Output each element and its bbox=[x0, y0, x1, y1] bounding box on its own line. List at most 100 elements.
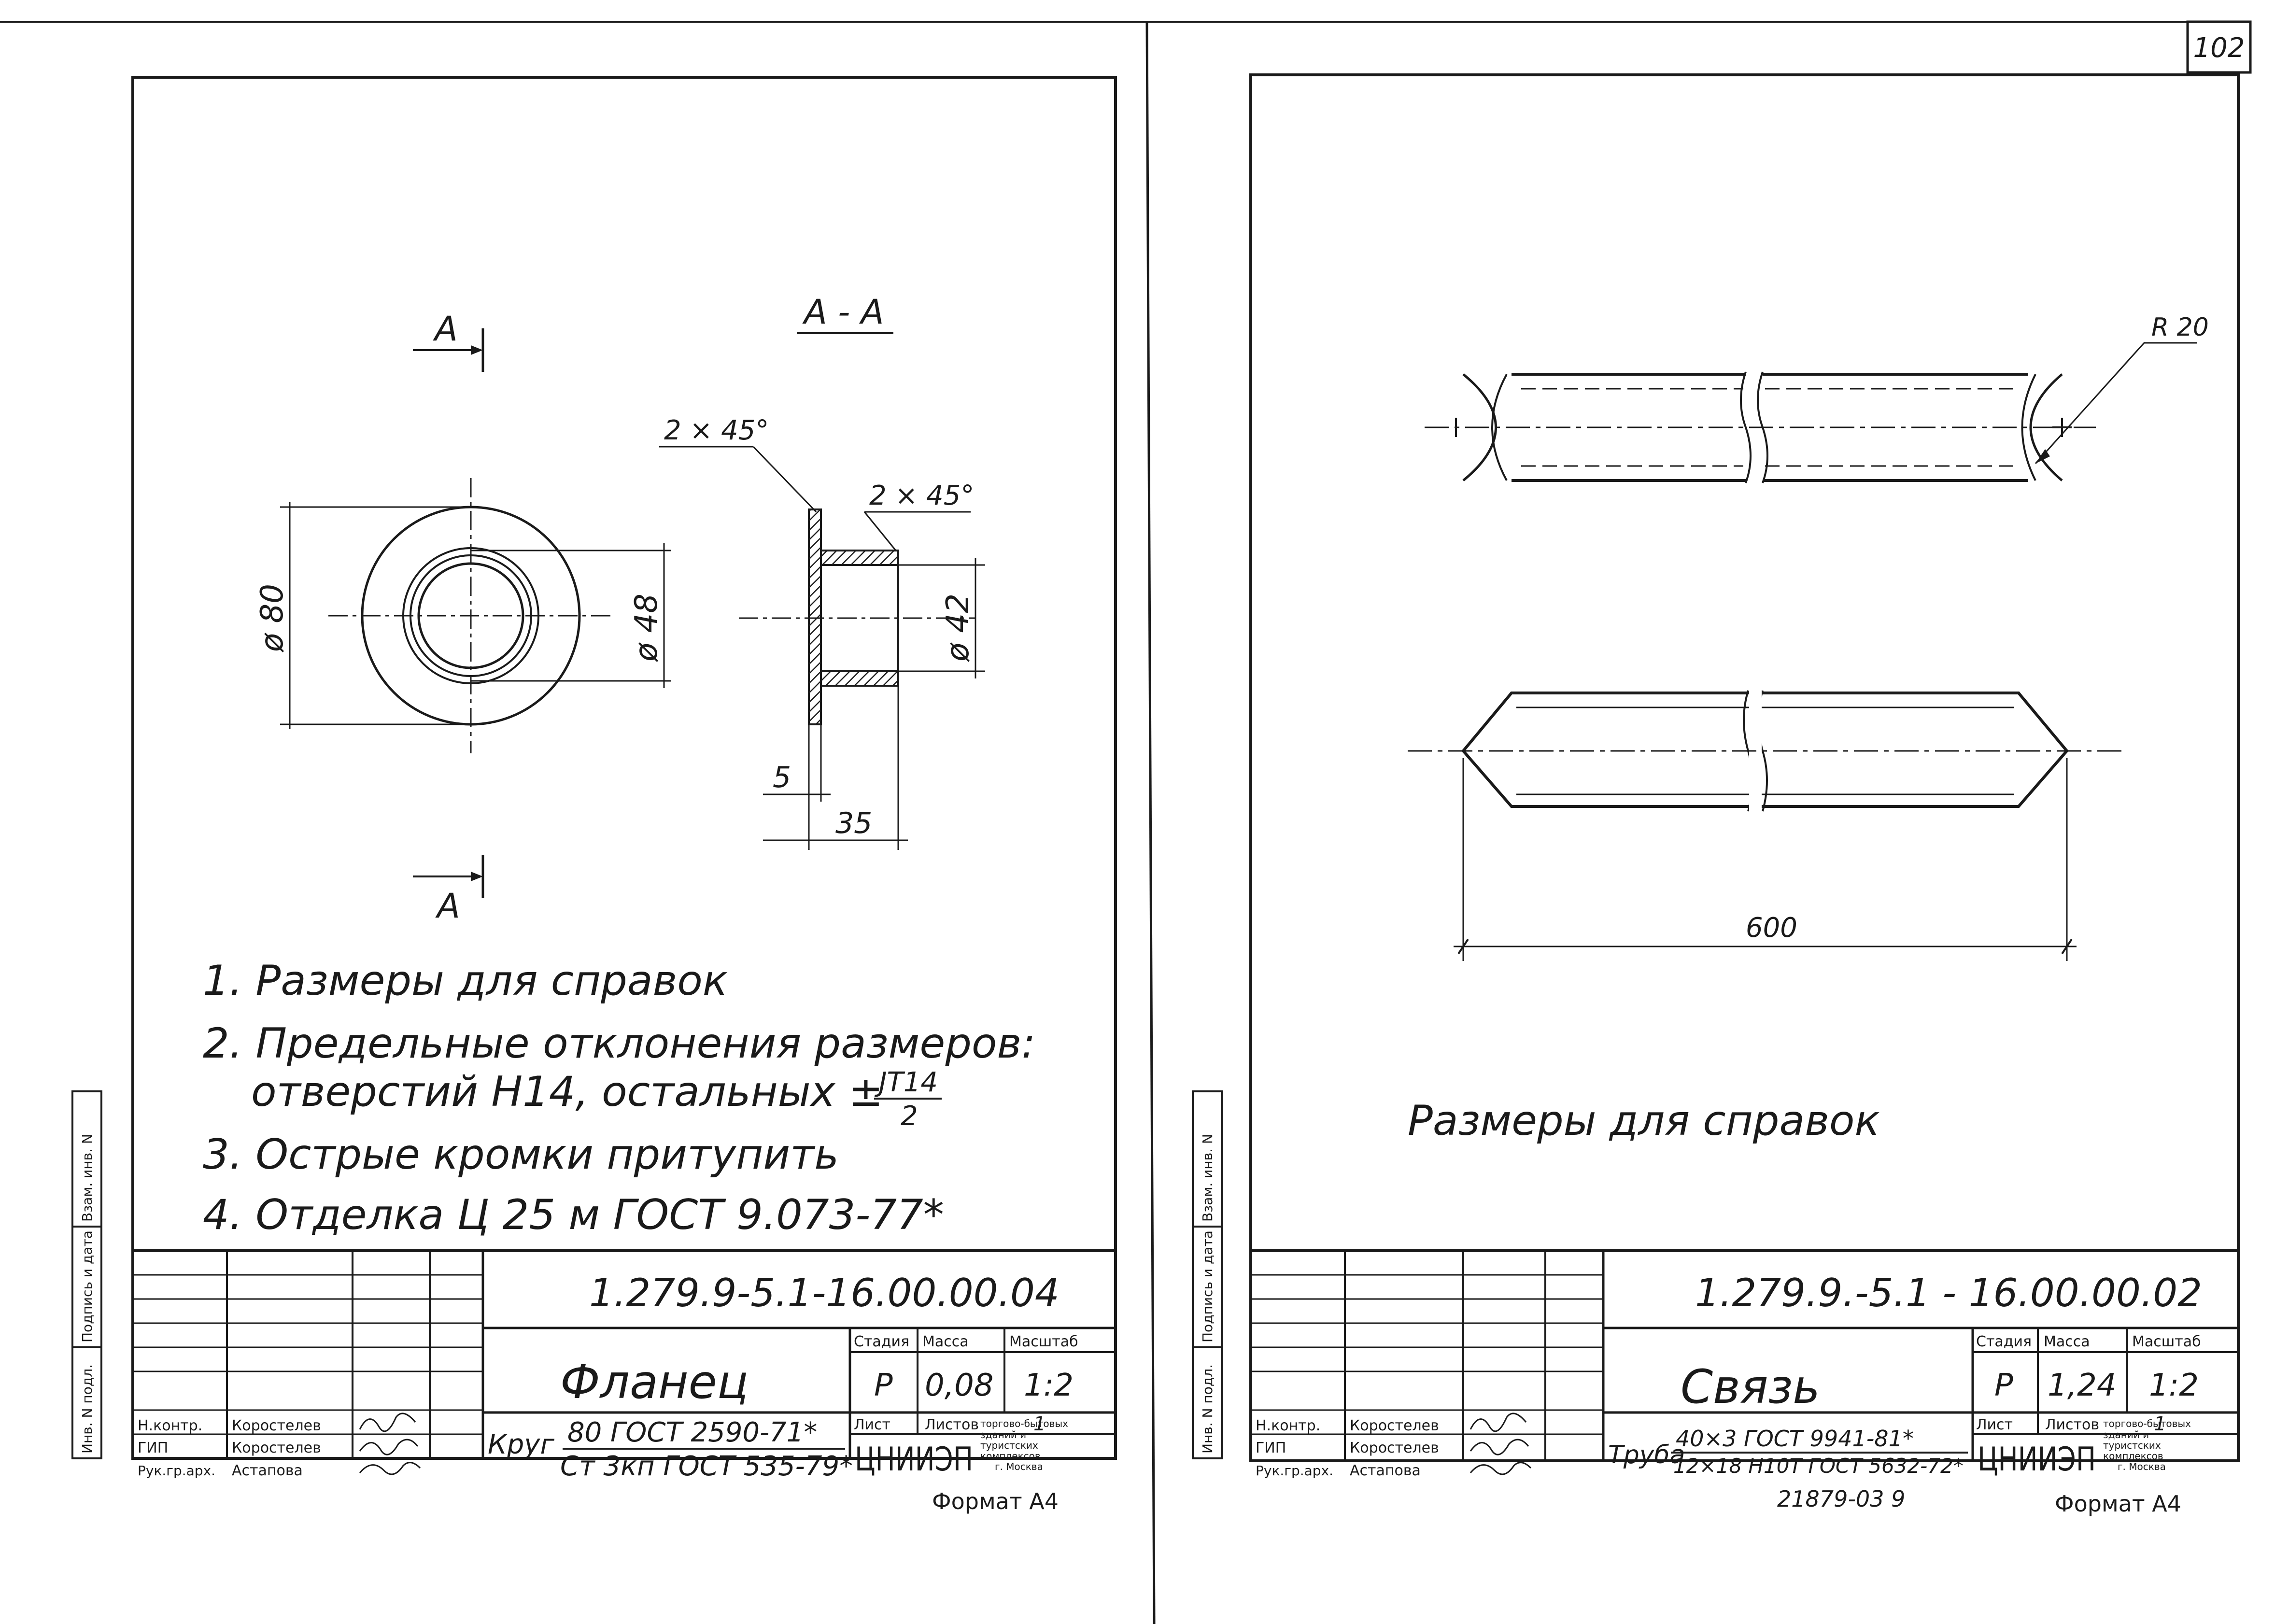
section-label: А - А bbox=[802, 292, 884, 332]
archive-number: 21879-03 9 bbox=[1777, 1486, 1905, 1512]
left-side-label-sign: Подпись и дата bbox=[79, 1230, 95, 1342]
left-mass-header: Масса bbox=[922, 1333, 969, 1350]
right-sheets-label: Листов bbox=[2045, 1416, 2099, 1433]
left-sig-role-3: Рук.гр.арх. bbox=[138, 1463, 215, 1479]
right-sig-name-3: Астапова bbox=[1350, 1462, 1421, 1479]
note-2: 2. Предельные отклонения размеров: bbox=[203, 1019, 1035, 1068]
right-scale-header: Масштаб bbox=[2132, 1333, 2201, 1350]
left-mass: 0,08 bbox=[925, 1368, 994, 1403]
dim-outer-diameter: ø 80 bbox=[254, 584, 290, 652]
dim-flange-thickness: 5 bbox=[773, 761, 791, 794]
section-mark-top: А bbox=[413, 309, 484, 372]
left-org-desc-2: зданий и bbox=[980, 1429, 1026, 1440]
sheet-divider bbox=[1145, 21, 1156, 1624]
left-sheet: Инв. N подл. Подпись и дата Взам. инв. N… bbox=[71, 76, 1117, 1514]
right-stage-header: Стадия bbox=[1976, 1333, 2032, 1350]
left-scale-header: Масштаб bbox=[1009, 1333, 1078, 1350]
flange-front-view: ø 80 ø 48 bbox=[254, 478, 671, 753]
note-1: 1. Размеры для справок bbox=[203, 957, 728, 1005]
right-org-desc-4: комплексов bbox=[2103, 1450, 2163, 1462]
right-doc-code: 1.279.9.-5.1 - 16.00.00.02 bbox=[1695, 1271, 2202, 1315]
note-4: 4. Отделка Ц 25 м ГОСТ 9.073-77* bbox=[203, 1191, 944, 1239]
right-part-name: Связь bbox=[1681, 1360, 1820, 1414]
left-signature-scribble-3 bbox=[359, 1462, 421, 1475]
section-mark-letter-bottom: А bbox=[435, 886, 460, 926]
left-stage: Р bbox=[874, 1368, 893, 1403]
right-material-line-1: 40×3 ГОСТ 9941-81* bbox=[1676, 1426, 1914, 1452]
right-sig-name-1: Коростелев bbox=[1350, 1417, 1439, 1434]
left-signature-scribble-1 bbox=[359, 1412, 416, 1432]
note-3: 3. Острые кромки притупить bbox=[203, 1130, 839, 1179]
right-sig-name-2: Коростелев bbox=[1350, 1440, 1439, 1456]
left-org-logo: ЦНИИЭП bbox=[855, 1440, 973, 1479]
right-org-desc-5: г. Москва bbox=[2118, 1461, 2166, 1472]
tie-rod-side-view: 600 bbox=[1408, 690, 2122, 961]
left-material-line-2: Ст 3кп ГОСТ 535-79* bbox=[560, 1451, 853, 1482]
right-title-block: Н.контр. Коростелев ГИП Коростелев Рук.г… bbox=[1249, 1249, 2240, 1479]
right-sig-role-3: Рук.гр.арх. bbox=[1256, 1463, 1333, 1479]
left-org-desc-3: туристских bbox=[980, 1440, 1038, 1451]
section-mark-letter-top: А bbox=[433, 309, 458, 349]
left-sig-role-1: Н.контр. bbox=[138, 1417, 202, 1434]
right-frame bbox=[1249, 73, 2240, 1462]
left-sheets-label: Листов bbox=[925, 1416, 979, 1433]
dim-chamfer-2: 2 × 45° bbox=[869, 480, 974, 511]
dim-inner-diameter: ø 48 bbox=[629, 593, 664, 662]
left-material-line-1: 80 ГОСТ 2590-71* bbox=[567, 1417, 817, 1448]
radius-label: R 20 bbox=[2151, 313, 2209, 342]
left-title-block: Н.контр. Коростелев ГИП Коростелев Рук.г… bbox=[131, 1249, 1117, 1482]
tolerance-numerator: JT14 bbox=[874, 1067, 938, 1098]
tolerance-denominator: 2 bbox=[901, 1101, 918, 1132]
right-sheets-value: 1 bbox=[2154, 1413, 2166, 1435]
right-mass-header: Масса bbox=[2044, 1333, 2090, 1350]
left-format-label: Формат А4 bbox=[932, 1488, 1059, 1514]
right-stage: Р bbox=[1994, 1368, 2013, 1403]
right-org-desc-3: туристских bbox=[2103, 1440, 2161, 1451]
left-doc-code: 1.279.9-5.1-16.00.00.04 bbox=[589, 1271, 1060, 1315]
dim-bore-diameter: ø 42 bbox=[940, 593, 976, 662]
right-sig-role-2: ГИП bbox=[1256, 1440, 1286, 1456]
right-signature-scribble-2 bbox=[1469, 1439, 1529, 1455]
left-sheets-value: 1 bbox=[1033, 1413, 1046, 1435]
right-note: Размеры для справок bbox=[1408, 1097, 1880, 1145]
left-side-strip: Инв. N подл. Подпись и дата Взам. инв. N bbox=[71, 1090, 102, 1459]
right-scale: 1:2 bbox=[2149, 1368, 2199, 1403]
left-org-desc-1: торгово-бытовых bbox=[980, 1418, 1068, 1429]
right-side-strip: Инв. N подл. Подпись и дата Взам. инв. N bbox=[1192, 1090, 1223, 1459]
right-org-logo: ЦНИИЭП bbox=[1978, 1440, 2096, 1479]
right-mass: 1,24 bbox=[2048, 1368, 2117, 1403]
right-side-label-replace: Взам. инв. N bbox=[1200, 1134, 1215, 1222]
right-sheet-label: Лист bbox=[1976, 1416, 2013, 1433]
right-signature-scribble-1 bbox=[1469, 1412, 1527, 1432]
right-format-label: Формат А4 bbox=[2055, 1491, 2181, 1517]
dim-chamfer-1: 2 × 45° bbox=[664, 415, 769, 446]
left-material-prefix: Круг bbox=[488, 1429, 554, 1460]
right-signature-scribble-3 bbox=[1469, 1462, 1532, 1475]
page-number: 102 bbox=[2193, 32, 2245, 64]
flange-section-view: 2 × 45° 2 × 45° ø 42 5 35 bbox=[659, 415, 985, 850]
left-sheet-label: Лист bbox=[854, 1416, 890, 1433]
right-sig-role-1: Н.контр. bbox=[1256, 1417, 1320, 1434]
note-2-detail: отверстий Н14, остальных ± bbox=[251, 1068, 883, 1116]
left-part-name: Фланец bbox=[560, 1355, 749, 1409]
left-sig-name-2: Коростелев bbox=[232, 1440, 321, 1456]
dim-length: 35 bbox=[835, 806, 872, 840]
right-side-label-inv: Инв. N подл. bbox=[1200, 1364, 1215, 1454]
right-org-desc-1: торгово-бытовых bbox=[2103, 1418, 2191, 1429]
left-signature-scribble-2 bbox=[359, 1439, 419, 1455]
page-number-box: 102 bbox=[2186, 20, 2252, 74]
left-sig-name-1: Коростелев bbox=[232, 1417, 321, 1434]
left-scale: 1:2 bbox=[1024, 1368, 1074, 1403]
left-sig-role-2: ГИП bbox=[138, 1440, 168, 1456]
left-org-desc-4: комплексов bbox=[980, 1450, 1041, 1462]
right-org-desc-2: зданий и bbox=[2103, 1429, 2149, 1440]
right-side-label-sign: Подпись и дата bbox=[1200, 1230, 1215, 1342]
right-material-prefix: Труба bbox=[1608, 1440, 1685, 1469]
left-side-label-inv: Инв. N подл. bbox=[79, 1364, 95, 1454]
section-mark-bottom: А bbox=[413, 855, 484, 926]
left-notes: 1. Размеры для справок 2. Предельные отк… bbox=[203, 957, 1035, 1239]
left-org-desc-5: г. Москва bbox=[995, 1461, 1043, 1472]
left-side-label-replace: Взам. инв. N bbox=[79, 1134, 95, 1222]
right-material-line-2: 12×18 Н10Т ГОСТ 5632-72* bbox=[1673, 1454, 1964, 1478]
